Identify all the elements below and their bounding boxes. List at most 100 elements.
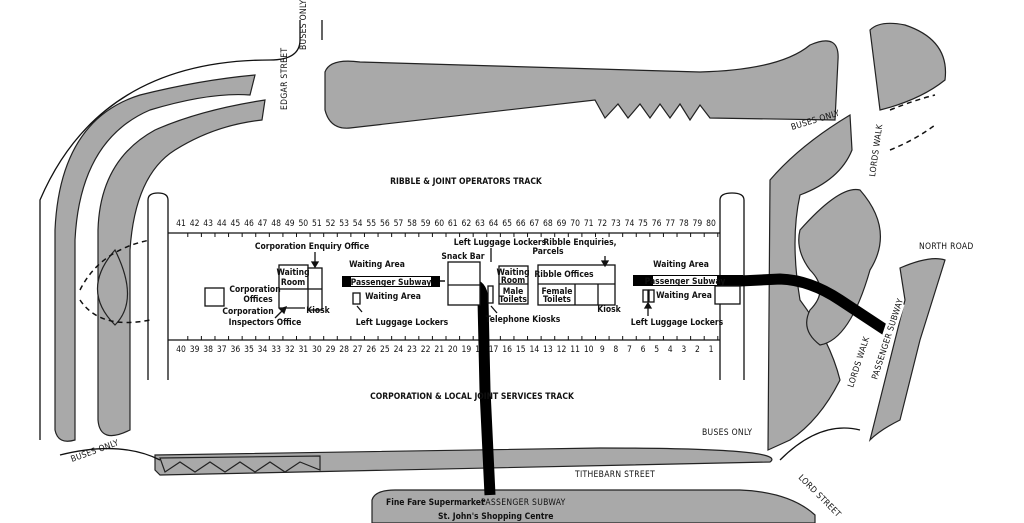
bottom-bay-27: 27 <box>353 345 363 355</box>
top-bay-49: 49 <box>285 219 295 229</box>
top-bay-56: 56 <box>380 219 390 229</box>
subway-east-link <box>739 273 894 338</box>
waiting-room-1-label-2: Room <box>281 278 305 288</box>
left-landscape-outer <box>54 74 256 442</box>
right-landscape-east <box>868 258 946 442</box>
top-bay-62: 62 <box>462 219 472 229</box>
buses-only-top-label: BUSES ONLY <box>299 0 309 50</box>
top-bay-57: 57 <box>394 219 404 229</box>
tithebarn-north-strip <box>154 447 773 476</box>
lockers-1-label: Left Luggage Lockers <box>356 318 449 328</box>
female-toilets-label: Female <box>541 287 572 297</box>
top-bay-50: 50 <box>298 219 308 229</box>
top-bay-52: 52 <box>326 219 336 229</box>
top-bay-67: 67 <box>529 219 539 229</box>
corp-inspectors-label: Corporation <box>222 307 273 317</box>
bottom-bay-26: 26 <box>366 345 376 355</box>
bottom-bay-32: 32 <box>285 345 295 355</box>
top-bay-78: 78 <box>679 219 689 229</box>
bottom-bay-23: 23 <box>407 345 417 355</box>
waiting-area-3-label: Waiting Area <box>653 260 709 270</box>
bottom-bay-34: 34 <box>258 345 268 355</box>
top-bay-70: 70 <box>570 219 580 229</box>
fine-fare-label: Fine Fare Supermarket <box>386 498 485 508</box>
top-bay-75: 75 <box>638 219 648 229</box>
passenger-subway-bottom-label: PASSENGER SUBWAY <box>481 498 566 508</box>
st-johns-strip <box>371 489 816 523</box>
top-bay-66: 66 <box>516 219 526 229</box>
top-bay-44: 44 <box>217 219 227 229</box>
top-bay-73: 73 <box>611 219 621 229</box>
left-landscape-island <box>96 248 129 326</box>
right-landscape-west <box>767 113 853 451</box>
top-bay-74: 74 <box>625 219 635 229</box>
ribble-enquiries-label: Ribble Enquiries, <box>543 238 616 248</box>
north-road-label: NORTH ROAD <box>919 242 974 252</box>
waiting-area-1-label: Waiting Area <box>349 260 405 270</box>
bottom-bay-36: 36 <box>230 345 240 355</box>
top-bay-59: 59 <box>421 219 431 229</box>
bottom-bay-30: 30 <box>312 345 322 355</box>
kiosk-1-label: Kiosk <box>306 306 330 316</box>
edgar-street-label: EDGAR STREET <box>280 48 290 110</box>
kiosk-2-label: Kiosk <box>597 305 621 315</box>
top-bay-60: 60 <box>434 219 444 229</box>
bottom-bay-12: 12 <box>557 345 567 355</box>
facility-buildings <box>204 261 741 311</box>
tithebarn-street-label: TITHEBARN STREET <box>574 470 655 480</box>
top-bay-77: 77 <box>665 219 675 229</box>
ribble-offices-label: Ribble Offices <box>534 270 594 280</box>
telephone-kiosks-label: Telephone Kiosks <box>486 315 561 325</box>
top-bay-53: 53 <box>339 219 349 229</box>
waiting-room-2-label: Waiting <box>496 268 529 278</box>
bottom-bay-14: 14 <box>529 345 539 355</box>
bottom-bay-33: 33 <box>271 345 281 355</box>
top-bay-69: 69 <box>557 219 567 229</box>
female-toilets-label-2: Toilets <box>543 295 571 305</box>
bottom-bay-7: 7 <box>627 345 632 355</box>
lords-walk-top-label: LORDS WALK <box>868 123 885 178</box>
top-bay-45: 45 <box>230 219 240 229</box>
bottom-bay-6: 6 <box>641 345 646 355</box>
waiting-room-2-label-2: Room <box>501 276 525 286</box>
bottom-bay-19: 19 <box>462 345 472 355</box>
lockers-2-label: Left Luggage Lockers <box>454 238 547 248</box>
top-bay-58: 58 <box>407 219 417 229</box>
top-bay-46: 46 <box>244 219 254 229</box>
bottom-bay-2: 2 <box>695 345 700 355</box>
bottom-track-label: CORPORATION & LOCAL JOINT SERVICES TRACK <box>370 392 575 402</box>
top-bay-51: 51 <box>312 219 322 229</box>
top-bay-42: 42 <box>190 219 200 229</box>
top-bay-72: 72 <box>597 219 607 229</box>
bottom-bay-37: 37 <box>217 345 227 355</box>
road-edges <box>39 20 936 461</box>
corp-inspectors-label-2: Inspectors Office <box>229 318 302 328</box>
top-bay-47: 47 <box>258 219 268 229</box>
bottom-bay-4: 4 <box>668 345 673 355</box>
bottom-bay-17: 17 <box>489 345 499 355</box>
bottom-bay-3: 3 <box>681 345 686 355</box>
waiting-area-4-label: Waiting Area <box>656 291 712 301</box>
top-bay-55: 55 <box>366 219 376 229</box>
top-bay-64: 64 <box>489 219 499 229</box>
bottom-bay-40: 40 <box>176 345 186 355</box>
bottom-bay-16: 16 <box>502 345 512 355</box>
bottom-bay-25: 25 <box>380 345 390 355</box>
top-bay-80: 80 <box>706 219 716 229</box>
top-bay-65: 65 <box>502 219 512 229</box>
bottom-bay-20: 20 <box>448 345 458 355</box>
top-landscape-strip <box>324 40 839 129</box>
parcels-label: Parcels <box>532 247 564 257</box>
buses-only-bottom-label: BUSES ONLY <box>702 428 752 438</box>
facility-labels: Corporation Enquiry Office Waiting Room … <box>222 238 725 328</box>
bottom-bay-10: 10 <box>584 345 594 355</box>
top-bay-76: 76 <box>652 219 662 229</box>
right-landscape-island <box>798 188 881 346</box>
lockers-3-label: Left Luggage Lockers <box>631 318 724 328</box>
corp-enquiry-label: Corporation Enquiry Office <box>255 242 369 252</box>
subway-1-label: Passenger Subway <box>351 278 432 288</box>
male-toilets-label-2: Toilets <box>499 295 527 305</box>
subway-2-label: Passenger Subway <box>645 277 726 287</box>
